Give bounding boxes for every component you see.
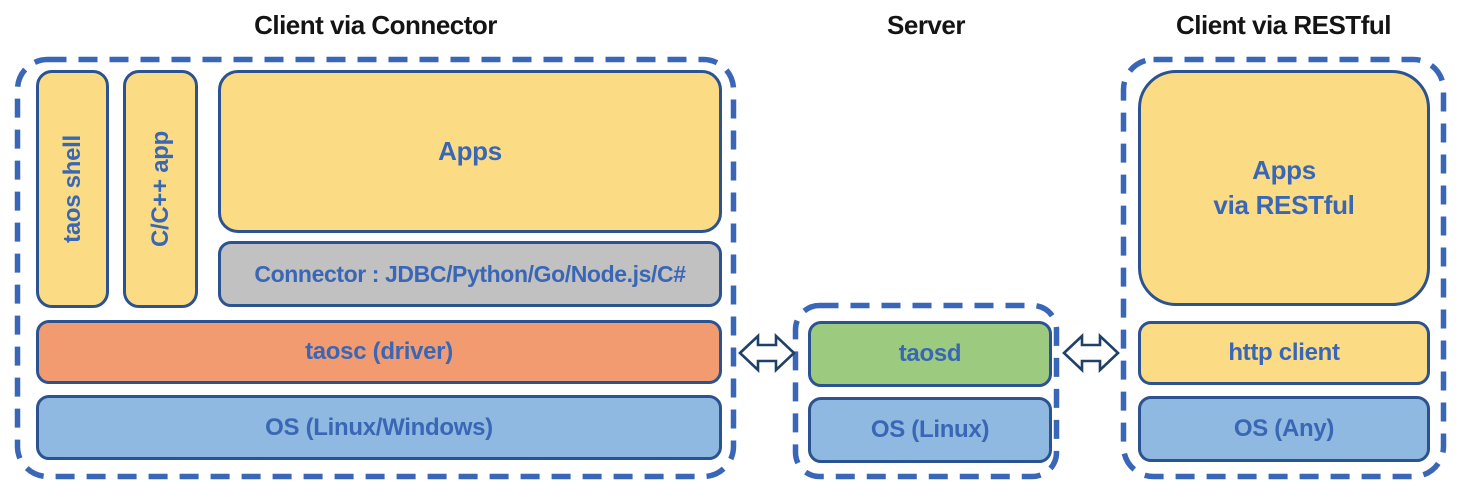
server-group-border [792,302,1060,480]
connector-label: Connector : JDBC/Python/Go/Node.js/C# [254,260,686,287]
section-title-client-connector: Client via Connector [254,10,497,40]
box-apps: Apps [218,70,722,233]
taosd-label: taosd [898,340,962,367]
box-taosc-driver: taosc (driver) [36,320,722,384]
os-any-label: OS (Any) [1233,415,1335,442]
section-title-server: Server [887,10,965,40]
http-client-label: http client [1228,339,1340,366]
box-os-linux: OS (Linux) [808,397,1052,463]
double-arrow-icon [1062,333,1120,373]
box-taosd: taosd [808,321,1052,387]
os-linux-windows-label: OS (Linux/Windows) [265,413,493,441]
box-os-linux-windows: OS (Linux/Windows) [36,395,722,460]
client-connector-group-border [14,56,737,480]
box-os-any: OS (Any) [1138,396,1430,462]
client-restful-group-border [1120,56,1447,480]
box-apps-via-restful: Apps via RESTful [1138,70,1430,306]
section-title-client-restful: Client via RESTful [1176,10,1391,40]
double-arrow-icon [738,333,796,373]
apps-via-restful-label-line1: Apps [1252,154,1316,185]
apps-via-restful-label-line2: via RESTful [1213,190,1355,220]
c-cpp-app-label: C/C++ app [146,131,174,247]
os-linux-label: OS (Linux) [870,416,990,443]
box-connector: Connector : JDBC/Python/Go/Node.js/C# [218,241,722,307]
taos-shell-label: taos shell [58,135,86,243]
apps-label: Apps [438,136,502,166]
box-c-cpp-app: C/C++ app [123,70,198,308]
box-taos-shell: taos shell [36,70,109,308]
box-http-client: http client [1138,321,1430,385]
taosc-driver-label: taosc (driver) [305,338,453,365]
